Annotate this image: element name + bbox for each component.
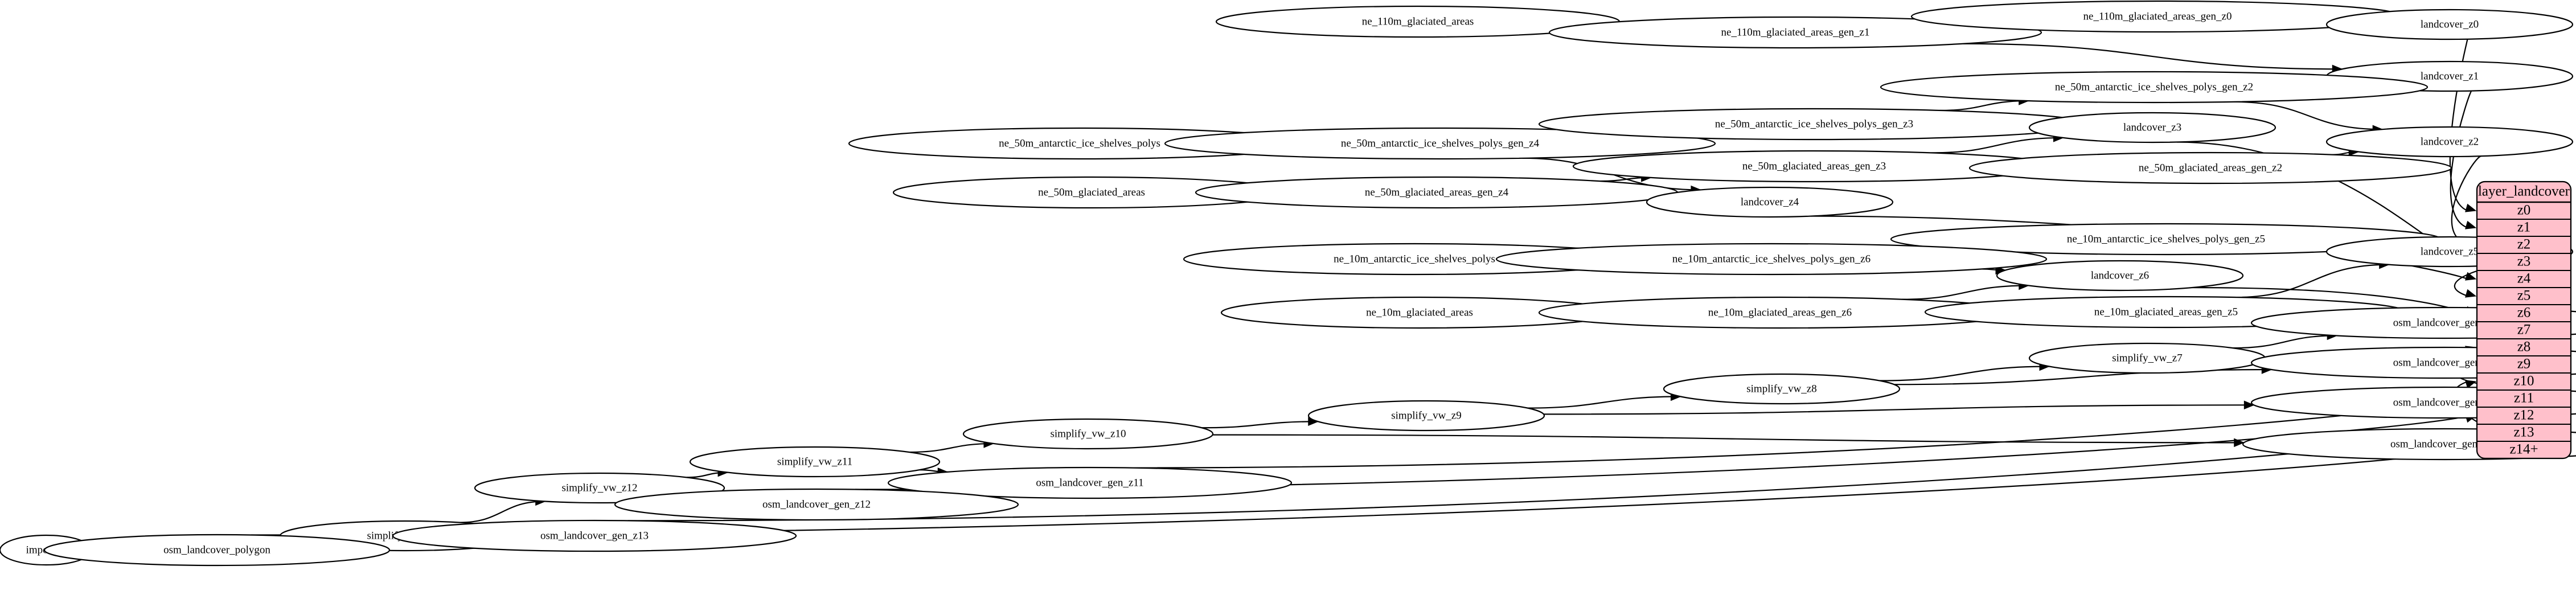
edge-line — [1939, 100, 2029, 112]
edge-line — [1901, 285, 2029, 300]
edge-line — [909, 442, 994, 453]
edge-line — [1879, 366, 2050, 382]
edge-arrowhead — [2465, 289, 2477, 298]
node-shape — [1996, 260, 2244, 292]
node-shape — [887, 466, 1293, 499]
edge-line — [251, 449, 2468, 536]
edge-simplify_vw_z9-to-simplify_vw_z8 — [1527, 392, 1681, 409]
node-ne_50m_antarctic_ice_shelves_polys_gen_z2[interactable]: ne_50m_antarctic_ice_shelves_polys_gen_z… — [1880, 71, 2429, 104]
node-shape — [2028, 112, 2276, 143]
node-simplify_vw_z7[interactable]: simplify_vw_z7 — [2028, 342, 2266, 374]
table-layer: layer_landcoverz0z1z2z3z4z5z6z7z8z9z10z1… — [2476, 181, 2572, 460]
edge-simplify_vw_z10-to-simplify_vw_z9 — [1201, 417, 1319, 429]
node-shape — [1307, 400, 1545, 432]
node-shape — [614, 488, 1019, 521]
node-simplify_vw_z11[interactable]: simplify_vw_z11 — [689, 446, 941, 478]
node-shape — [392, 519, 797, 552]
edge-simplify_vw_z8-to-simplify_vw_z7 — [1879, 362, 2050, 382]
node-landcover_z3[interactable]: landcover_z3 — [2028, 112, 2276, 143]
node-shape — [1548, 16, 2042, 49]
node-ne_50m_antarctic_ice_shelves_polys_gen_z3[interactable]: ne_50m_antarctic_ice_shelves_polys_gen_z… — [1538, 108, 2090, 141]
table-outline — [2476, 181, 2572, 460]
node-shape — [1663, 373, 1901, 405]
node-shape — [1195, 176, 1679, 209]
edge-line — [1894, 368, 2272, 386]
node-landcover_z4[interactable]: landcover_z4 — [1646, 186, 1894, 218]
node-landcover_z2[interactable]: landcover_z2 — [2325, 126, 2574, 158]
edge-arrowhead — [2243, 400, 2255, 410]
node-ne_50m_glaciated_areas_gen_z2[interactable]: ne_50m_glaciated_areas_gen_z2 — [1968, 151, 2452, 184]
node-shape — [2325, 9, 2574, 40]
node-shape — [1538, 108, 2090, 141]
node-landcover_z0[interactable]: landcover_z0 — [2325, 9, 2574, 40]
edge-line — [1931, 137, 2064, 154]
edge-arrowhead — [2465, 203, 2477, 212]
edge-ne_10m_glaciated_areas_gen_z6-to-landcover_z6 — [1901, 281, 2030, 300]
layer-landcover-table[interactable]: layer_landcoverz0z1z2z3z4z5z6z7z8z9z10z1… — [2476, 181, 2572, 460]
edge-ne_10m_glaciated_areas_gen_z5-to-landcover_z5 — [2235, 260, 2390, 298]
node-landcover_z6[interactable]: landcover_z6 — [1996, 260, 2244, 292]
node-osm_landcover_gen_z12[interactable]: osm_landcover_gen_z12 — [614, 488, 1019, 521]
node-layer: ne_110m_glaciated_areasne_110m_glaciated… — [0, 0, 2576, 567]
node-simplify_vw_z10[interactable]: simplify_vw_z10 — [962, 418, 1214, 450]
node-shape — [1646, 186, 1894, 218]
node-shape — [1968, 151, 2452, 184]
node-osm_landcover_gen_z13[interactable]: osm_landcover_gen_z13 — [392, 519, 797, 552]
node-ne_50m_glaciated_areas_gen_z4[interactable]: ne_50m_glaciated_areas_gen_z4 — [1195, 176, 1679, 209]
edge-ne_110m_glaciated_areas_gen_z1-to-landcover_z1 — [1963, 43, 2343, 74]
node-shape — [1495, 243, 2048, 276]
edge-simplify_vw_z9-to-osm_landcover_gen_z9 — [1543, 400, 2255, 415]
edge-arrowhead — [2465, 220, 2477, 229]
node-shape — [962, 418, 1214, 450]
node-osm_landcover_polygon[interactable]: osm_landcover_polygon — [43, 534, 391, 567]
node-simplify_vw_z9[interactable]: simplify_vw_z9 — [1307, 400, 1545, 432]
edge-line — [459, 501, 545, 523]
edge-line — [1201, 421, 1318, 429]
edge-line — [2233, 335, 2337, 349]
node-shape — [43, 534, 391, 567]
edge-line — [1212, 434, 2244, 444]
node-shape — [2028, 342, 2266, 374]
edge-line — [1527, 396, 1681, 409]
edge-line — [1543, 404, 2254, 415]
node-shape — [2325, 126, 2574, 158]
node-simplify_vw_z8[interactable]: simplify_vw_z8 — [1663, 373, 1901, 405]
node-ne_10m_antarctic_ice_shelves_polys_gen_z6[interactable]: ne_10m_antarctic_ice_shelves_polys_gen_z… — [1495, 243, 2048, 276]
edge-line — [1963, 43, 2343, 70]
edge-line — [2233, 101, 2383, 130]
node-shape — [1164, 127, 1716, 160]
edge-line — [2235, 264, 2389, 298]
node-shape — [689, 446, 941, 478]
node-shape — [1880, 71, 2429, 104]
edge-arrowhead — [2465, 380, 2477, 389]
